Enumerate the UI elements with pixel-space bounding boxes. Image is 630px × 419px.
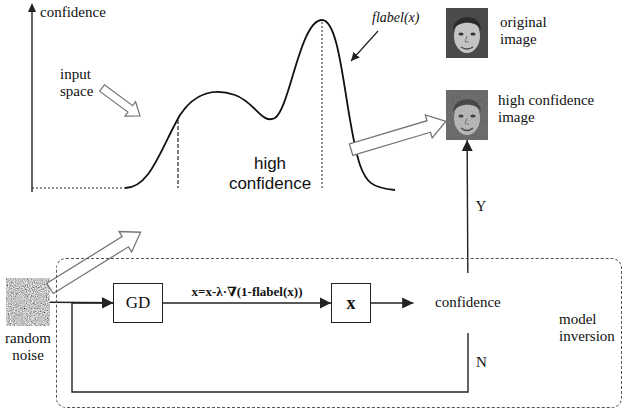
edge-label-text: x=x-λ·∇(1-flabel(x)) <box>190 285 305 300</box>
node-text: input space <box>60 66 120 101</box>
edge-label: Y <box>473 198 488 215</box>
input-space-ellipse: high confidenceinput space <box>38 110 428 240</box>
node-text: random noise <box>2 330 54 365</box>
original-image: original image <box>446 8 488 58</box>
process-box: GD <box>113 283 163 323</box>
label-text: flabel(x) <box>372 10 419 26</box>
node-text: high confidence image <box>498 92 613 127</box>
block-arrow <box>349 115 446 156</box>
flow-arrow <box>163 302 331 303</box>
random-noise-image: random noise <box>6 278 50 326</box>
flow-arrow <box>371 302 413 303</box>
edge-label: x=x-λ·∇(1-flabel(x)) <box>190 285 305 300</box>
block-arrow <box>47 232 141 294</box>
function-label: flabel(x) <box>372 10 419 26</box>
node-text: confidence <box>435 294 501 311</box>
leader-line <box>351 31 378 61</box>
dashed-marker <box>177 120 178 188</box>
face-image <box>446 8 488 58</box>
noise-image <box>6 278 50 326</box>
node-text: GD <box>126 293 151 313</box>
label-text: confidence <box>40 4 106 21</box>
diamond-shape <box>414 274 521 332</box>
edge-label-text: Y <box>473 198 488 215</box>
model-inversion-frame: GD x confidence model inversion <box>56 258 622 408</box>
flow-arrow <box>466 140 468 273</box>
ellipse-shape <box>181 119 359 229</box>
decision-diamond: confidence <box>413 273 522 333</box>
flow-arrow <box>72 303 468 392</box>
node-text: model inversion <box>559 311 621 346</box>
axis-arrowhead <box>28 3 36 12</box>
edge-label-text: N <box>474 354 489 371</box>
baseline <box>32 187 125 188</box>
high-confidence-image: high confidence image <box>446 90 488 140</box>
high-confidence-region: high confidence <box>180 118 360 230</box>
dotted-marker <box>322 22 323 188</box>
axis-label: confidence <box>40 4 106 21</box>
pointer-arrow <box>100 85 140 116</box>
ellipse-shape <box>39 111 427 239</box>
node-text: original image <box>500 14 580 49</box>
variable-box: x <box>331 283 371 323</box>
edge-label: N <box>474 354 489 371</box>
axis-line <box>31 11 32 192</box>
face-image <box>446 90 488 140</box>
node-text: x <box>347 293 356 314</box>
node-text: high confidence <box>220 154 320 193</box>
